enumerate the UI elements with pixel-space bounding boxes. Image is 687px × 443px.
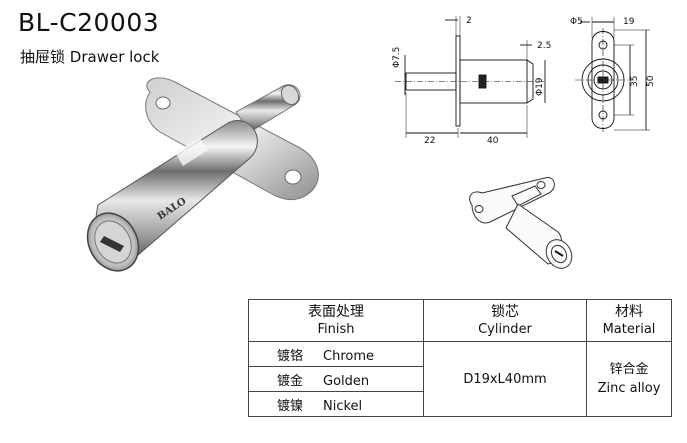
dim-rod-diameter: Φ7.5 (392, 47, 402, 68)
product-name-cn: 抽屉锁 (20, 48, 66, 66)
dim-hole-pitch: 19 (623, 17, 635, 27)
cylinder-body: BALO (95, 120, 258, 267)
dim-body-length: 40 (487, 136, 499, 146)
table-header-row: 表面处理 Finish 锁芯 Cylinder 材料 Material (248, 299, 672, 342)
header-material: 材料 Material (586, 299, 672, 342)
perspective-sketch (469, 177, 573, 269)
dim-body-diameter: Φ19 (535, 77, 545, 96)
product-name-en: Drawer lock (69, 48, 160, 66)
header-cylinder: 锁芯 Cylinder (423, 299, 587, 342)
dim-inner-height: 35 (630, 76, 640, 87)
material-en: Zinc alloy (597, 381, 661, 396)
dim-total-height: 50 (646, 75, 656, 87)
lock-face (86, 212, 140, 272)
dim-rod-length: 22 (424, 136, 435, 146)
model-number: BL-C20003 (18, 8, 160, 37)
rear-rod (235, 84, 301, 133)
keyhole-icon (100, 236, 124, 252)
material-cn: 锌合金 (609, 362, 649, 377)
material-cell: 锌合金 Zinc alloy (586, 341, 672, 417)
product-name: 抽屉锁 Drawer lock (20, 46, 159, 67)
front-view-drawing (575, 17, 650, 132)
dim-step: 2.5 (537, 41, 551, 51)
dim-flange: 2 (466, 16, 472, 26)
dim-hole-diameter: Φ5 (570, 17, 583, 27)
header-finish: 表面处理 Finish (248, 299, 424, 342)
cylinder-size: D19xL40mm (423, 341, 587, 417)
side-view-drawing (395, 16, 546, 138)
